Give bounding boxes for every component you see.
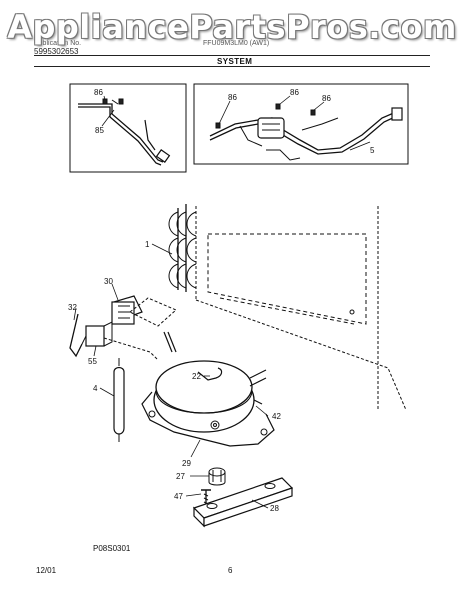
grommet (208, 467, 226, 486)
header-rule-bottom (34, 66, 430, 67)
callout-30: 30 (104, 277, 113, 286)
relay-overload (85, 295, 143, 347)
header-rule-top (34, 55, 430, 56)
callout-27: 27 (176, 472, 185, 481)
callout-28: 28 (270, 504, 279, 513)
callout-86: 86 (94, 88, 103, 97)
wiring-harness-5 (209, 103, 403, 161)
footer-date: 12/01 (36, 566, 57, 575)
condenser-coil (168, 204, 197, 292)
callout-47: 47 (174, 492, 183, 501)
inset-box-left (69, 83, 187, 173)
compressor (141, 331, 275, 447)
callout-22: 22 (192, 372, 201, 381)
callout-labels: 86 85 86 86 86 5 1 30 32 55 4 22 42 29 2… (68, 88, 375, 513)
publication-number: 5995302653 (34, 47, 79, 56)
callout-85: 85 (95, 126, 104, 135)
callout-5: 5 (370, 146, 375, 155)
model-number: FFU09M3LM0 (AW1) (203, 40, 270, 47)
terminal-cover-outline (103, 297, 177, 361)
mounting-bracket (192, 477, 294, 528)
filter-drier (113, 358, 125, 442)
wire-harness-85 (78, 98, 171, 166)
callout-86: 86 (322, 94, 331, 103)
callout-4: 4 (93, 384, 98, 393)
leader-lines (73, 95, 371, 509)
footer-page-number: 6 (228, 566, 233, 575)
callout-29: 29 (182, 459, 191, 468)
callout-32: 32 (68, 303, 77, 312)
cabinet-outline (195, 206, 407, 411)
callout-86: 86 (228, 93, 237, 102)
inset-box-right (193, 83, 409, 165)
callout-86: 86 (290, 88, 299, 97)
section-title: SYSTEM (217, 57, 253, 66)
callout-1: 1 (145, 240, 150, 249)
figure-code: P08S0301 (93, 544, 131, 553)
wire-32 (69, 313, 87, 358)
callout-42: 42 (272, 412, 281, 421)
callout-55: 55 (88, 357, 97, 366)
publication-label: Publication No. (34, 40, 82, 47)
